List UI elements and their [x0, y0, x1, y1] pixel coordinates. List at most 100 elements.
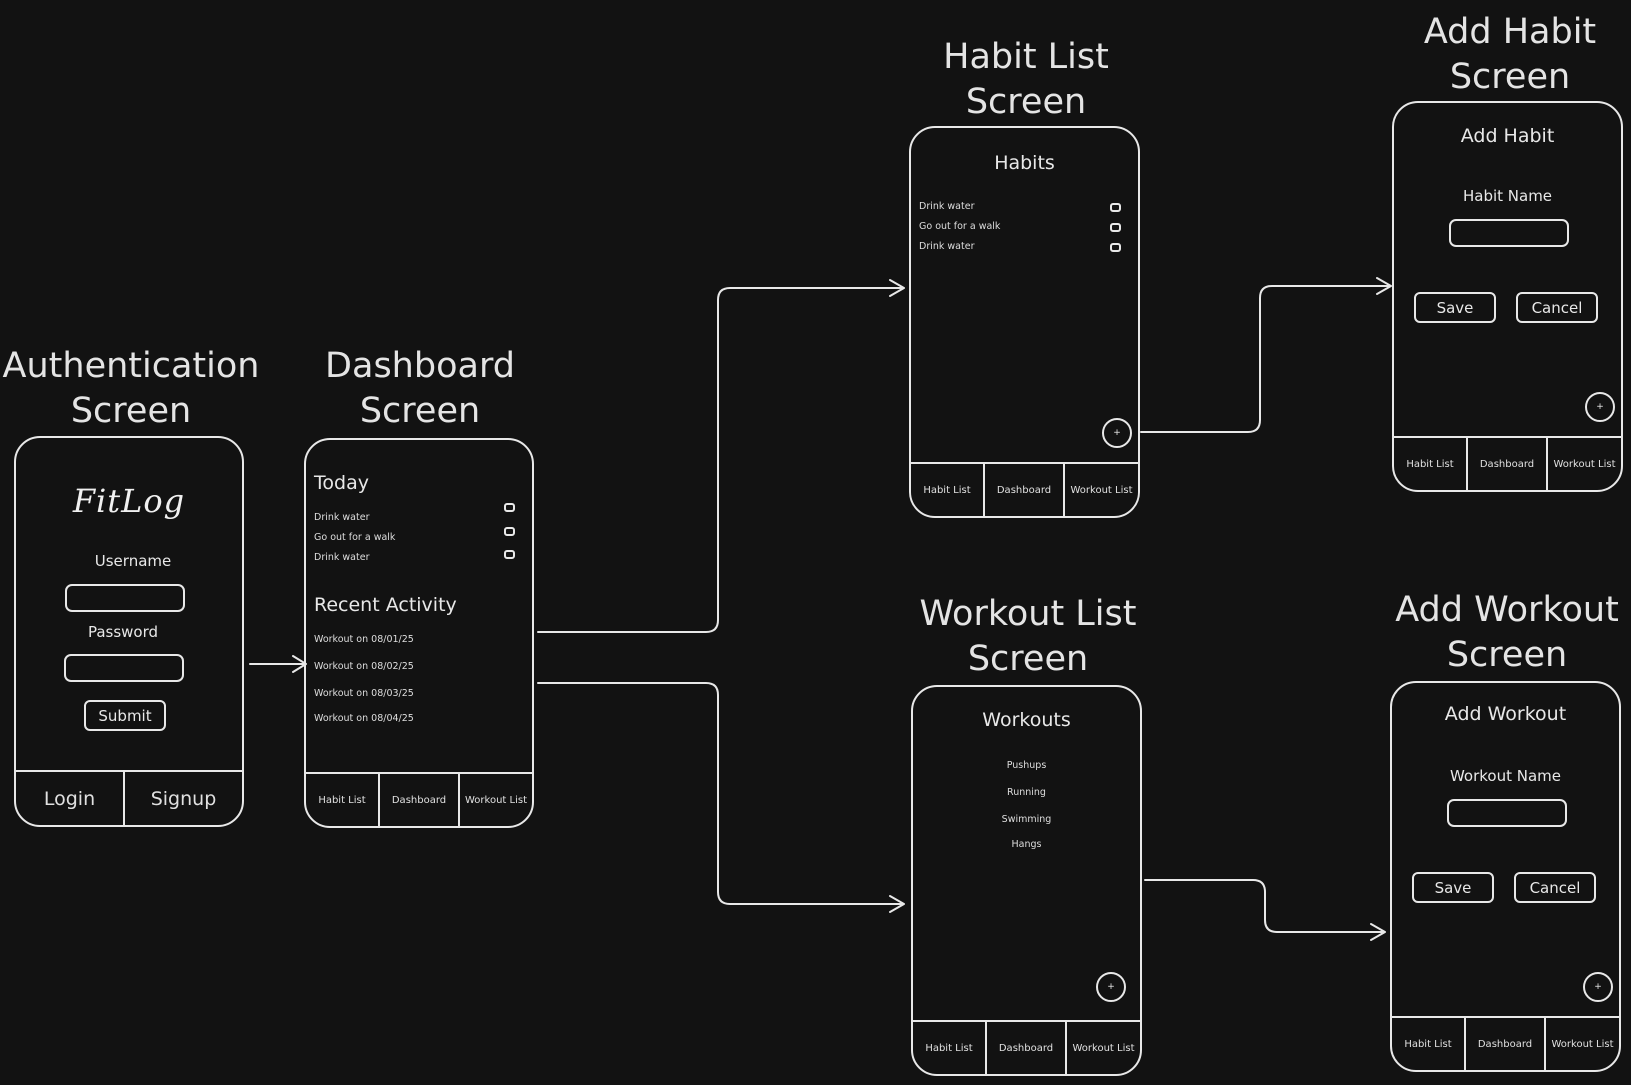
nav-workout-list[interactable]: Workout List — [1063, 464, 1138, 516]
bottom-nav: Habit List Dashboard Workout List — [1394, 436, 1621, 490]
tab-login[interactable]: Login — [43, 787, 96, 810]
cancel-button[interactable]: Cancel — [1514, 872, 1596, 903]
habit-checkbox[interactable] — [504, 550, 515, 559]
cancel-button[interactable]: Cancel — [1516, 292, 1598, 323]
add-habit-fab[interactable]: + — [1102, 418, 1132, 448]
arrow-workout-list-to-add-workout — [1144, 879, 1386, 941]
list-item: Pushups — [1006, 760, 1047, 771]
bottom-nav: Habit List Dashboard Workout List — [306, 772, 532, 826]
nav-workout-list[interactable]: Workout List — [1544, 1018, 1619, 1070]
arrow-dashboard-to-workout-list — [537, 682, 905, 913]
add-fab[interactable]: + — [1585, 392, 1615, 422]
bottom-nav: Habit List Dashboard Workout List — [911, 462, 1138, 516]
password-input[interactable] — [64, 654, 184, 682]
habit-checkbox[interactable] — [504, 527, 515, 536]
heading-line: Screen — [1449, 57, 1571, 97]
username-input[interactable] — [65, 584, 185, 612]
heading-add-habit-screen: Add Habit Screen — [1390, 10, 1630, 100]
habit-checkbox[interactable] — [1110, 203, 1121, 212]
heading-line: Screen — [967, 639, 1089, 679]
heading-line: Habit List — [943, 37, 1109, 77]
plus-icon: + — [1107, 982, 1115, 992]
list-item: Workout on 08/03/25 — [314, 688, 414, 699]
arrow-dashboard-to-habit-list — [537, 279, 905, 633]
workout-name-input[interactable] — [1447, 799, 1567, 827]
heading-line: Screen — [965, 82, 1087, 122]
heading-line: Authentication — [2, 346, 260, 386]
list-item: Drink water — [919, 241, 975, 252]
add-workout-fab[interactable]: + — [1096, 972, 1126, 1002]
nav-dashboard[interactable]: Dashboard — [378, 774, 458, 826]
list-item: Drink water — [314, 512, 370, 523]
bottom-nav: Habit List Dashboard Workout List — [913, 1020, 1140, 1074]
phone-workout-list: Workouts Pushups Running Swimming Hangs … — [911, 685, 1142, 1076]
app-logo: FitLog — [72, 482, 186, 520]
today-title: Today — [314, 472, 369, 494]
nav-habit-list[interactable]: Habit List — [925, 1042, 973, 1054]
auth-tab-bar: Login Signup — [16, 770, 242, 825]
heading-line: Dashboard — [325, 346, 515, 386]
list-item: Go out for a walk — [314, 532, 396, 543]
save-button[interactable]: Save — [1414, 292, 1496, 323]
heading-line: Add Workout — [1395, 590, 1619, 630]
list-item: Swimming — [1001, 814, 1052, 825]
nav-workout-list[interactable]: Workout List — [1546, 438, 1621, 490]
password-label: Password — [87, 623, 159, 641]
workouts-title: Workouts — [982, 709, 1071, 731]
tab-signup[interactable]: Signup — [123, 772, 242, 825]
heading-line: Screen — [70, 391, 192, 431]
plus-icon: + — [1594, 982, 1602, 992]
heading-line: Workout List — [919, 594, 1137, 634]
save-button[interactable]: Save — [1412, 872, 1494, 903]
list-item: Drink water — [314, 552, 370, 563]
phone-authentication: FitLog Username Password Submit Login Si… — [14, 436, 244, 827]
list-item: Go out for a walk — [919, 221, 1001, 232]
nav-dashboard[interactable]: Dashboard — [985, 1022, 1065, 1074]
habit-checkbox[interactable] — [504, 503, 515, 512]
phone-dashboard: Today Drink water Go out for a walk Drin… — [304, 438, 534, 828]
list-item: Hangs — [1011, 839, 1042, 850]
heading-authentication-screen: Authentication Screen — [0, 344, 262, 434]
submit-button[interactable]: Submit — [84, 700, 166, 731]
add-habit-title: Add Habit — [1460, 125, 1555, 147]
list-item: Workout on 08/04/25 — [314, 713, 414, 724]
nav-dashboard[interactable]: Dashboard — [1464, 1018, 1544, 1070]
username-label: Username — [94, 552, 172, 570]
habits-title: Habits — [994, 152, 1055, 174]
plus-icon: + — [1596, 402, 1604, 412]
nav-habit-list[interactable]: Habit List — [923, 484, 971, 496]
nav-dashboard[interactable]: Dashboard — [983, 464, 1063, 516]
heading-line: Screen — [1446, 635, 1568, 675]
heading-dashboard-screen: Dashboard Screen — [305, 344, 535, 434]
plus-icon: + — [1113, 428, 1121, 438]
habit-name-input[interactable] — [1449, 219, 1569, 247]
nav-workout-list[interactable]: Workout List — [458, 774, 532, 826]
workout-name-label: Workout Name — [1449, 767, 1562, 785]
add-workout-title: Add Workout — [1444, 703, 1567, 725]
list-item: Running — [1007, 787, 1046, 798]
heading-habit-list-screen: Habit List Screen — [906, 35, 1146, 125]
nav-habit-list[interactable]: Habit List — [1404, 1038, 1452, 1050]
habit-name-label: Habit Name — [1462, 187, 1553, 205]
phone-habit-list: Habits Drink water Go out for a walk Dri… — [909, 126, 1140, 518]
arrow-habit-list-to-add-habit — [1140, 277, 1392, 433]
list-item: Drink water — [919, 201, 975, 212]
list-item: Workout on 08/02/25 — [314, 661, 414, 672]
nav-workout-list[interactable]: Workout List — [1065, 1022, 1140, 1074]
phone-add-workout: Add Workout Workout Name Save Cancel + H… — [1390, 681, 1621, 1072]
heading-line: Screen — [359, 391, 481, 431]
bottom-nav: Habit List Dashboard Workout List — [1392, 1016, 1619, 1070]
arrow-auth-to-dashboard — [249, 655, 307, 673]
nav-dashboard[interactable]: Dashboard — [1466, 438, 1546, 490]
list-item: Workout on 08/01/25 — [314, 634, 414, 645]
habit-checkbox[interactable] — [1110, 223, 1121, 232]
nav-habit-list[interactable]: Habit List — [318, 794, 366, 806]
heading-workout-list-screen: Workout List Screen — [898, 592, 1158, 682]
add-fab[interactable]: + — [1583, 972, 1613, 1002]
recent-activity-title: Recent Activity — [314, 594, 457, 616]
heading-add-workout-screen: Add Workout Screen — [1385, 588, 1629, 678]
phone-add-habit: Add Habit Habit Name Save Cancel + Habit… — [1392, 101, 1623, 492]
nav-habit-list[interactable]: Habit List — [1406, 458, 1454, 470]
habit-checkbox[interactable] — [1110, 243, 1121, 252]
